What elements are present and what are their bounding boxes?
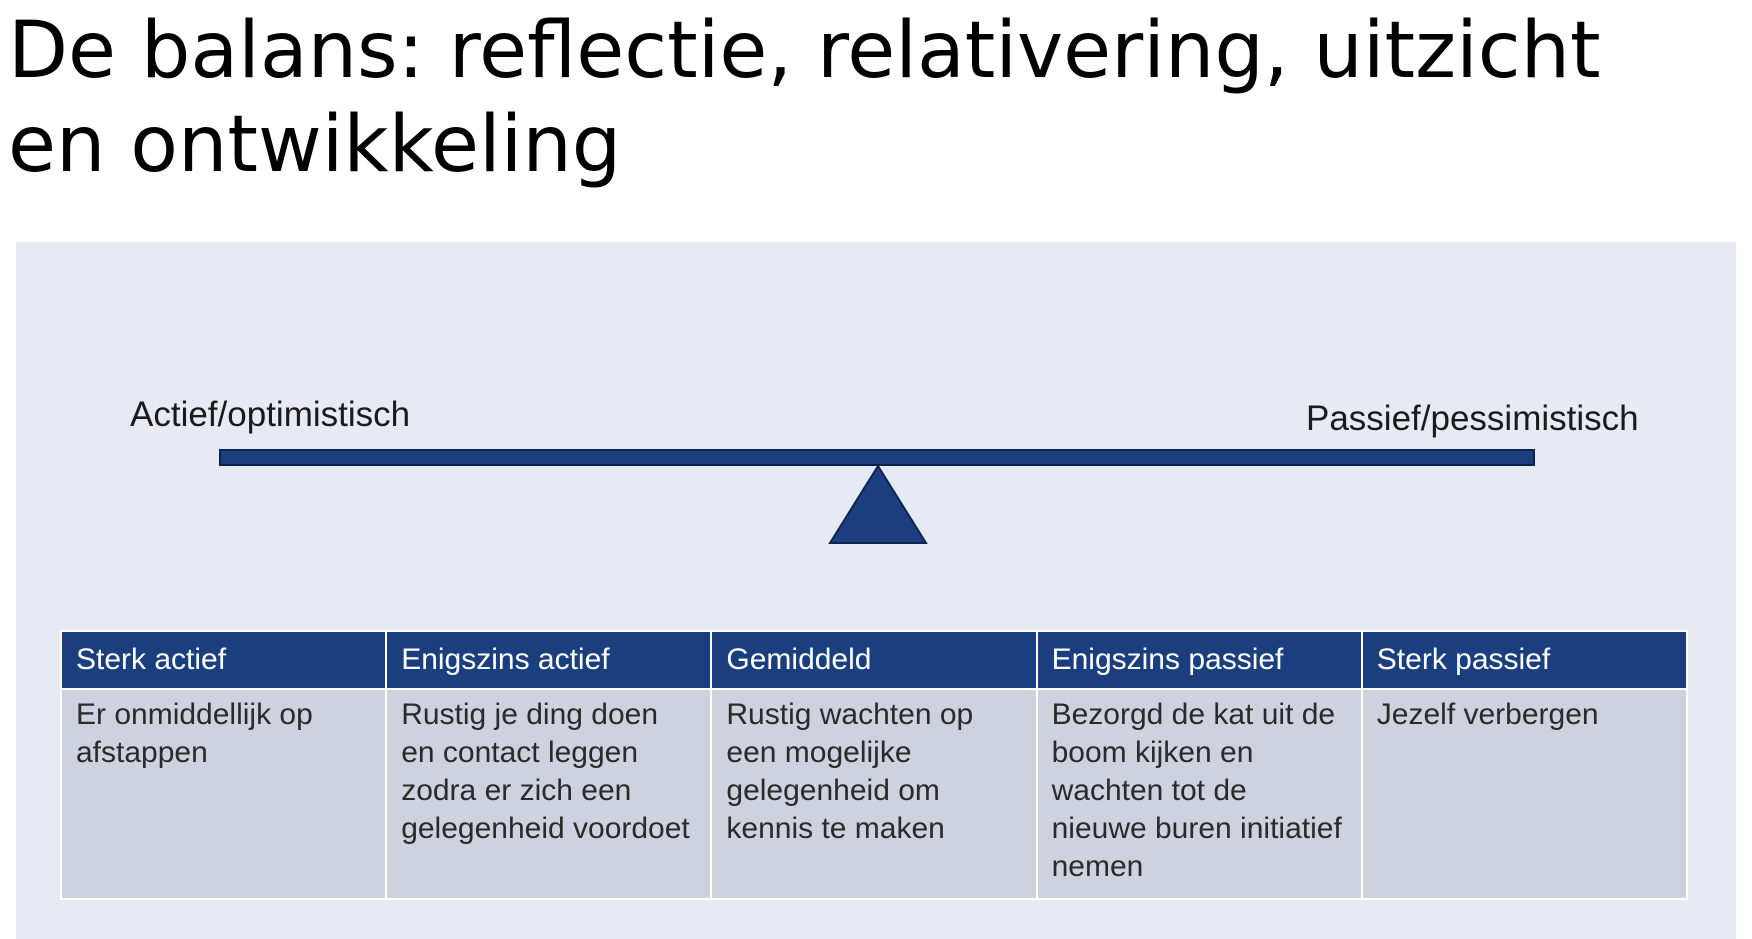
table-cell: Bezorgd de kat uit de boom kijken en wac…	[1037, 690, 1361, 898]
scale-label-active: Actief/optimistisch	[130, 395, 411, 434]
scale-label-passive: Passief/pessimistisch	[1306, 399, 1639, 438]
balance-panel: Actief/optimistisch Passief/pessimistisc…	[16, 242, 1736, 939]
balance-beam	[219, 449, 1535, 466]
table-cell: Rustig wachten op een mogelijke gelegenh…	[712, 690, 1036, 898]
table-header-cell: Enigszins passief	[1037, 632, 1361, 688]
balance-scale	[219, 449, 1535, 544]
table-cell: Er onmiddellijk op afstappen	[62, 690, 386, 898]
table-header-cell: Sterk passief	[1362, 632, 1686, 688]
balance-fulcrum	[828, 464, 928, 544]
behavior-table: Sterk actief Enigszins actief Gemiddeld …	[60, 630, 1688, 900]
slide-title: De balans: reflectie, relativering, uitz…	[8, 6, 1601, 190]
table-header-cell: Gemiddeld	[712, 632, 1036, 688]
table-cell: Rustig je ding doen en contact leggen zo…	[387, 690, 711, 898]
table-header-cell: Enigszins actief	[387, 632, 711, 688]
table-header-cell: Sterk actief	[62, 632, 386, 688]
table-cell: Jezelf verbergen	[1362, 690, 1686, 898]
